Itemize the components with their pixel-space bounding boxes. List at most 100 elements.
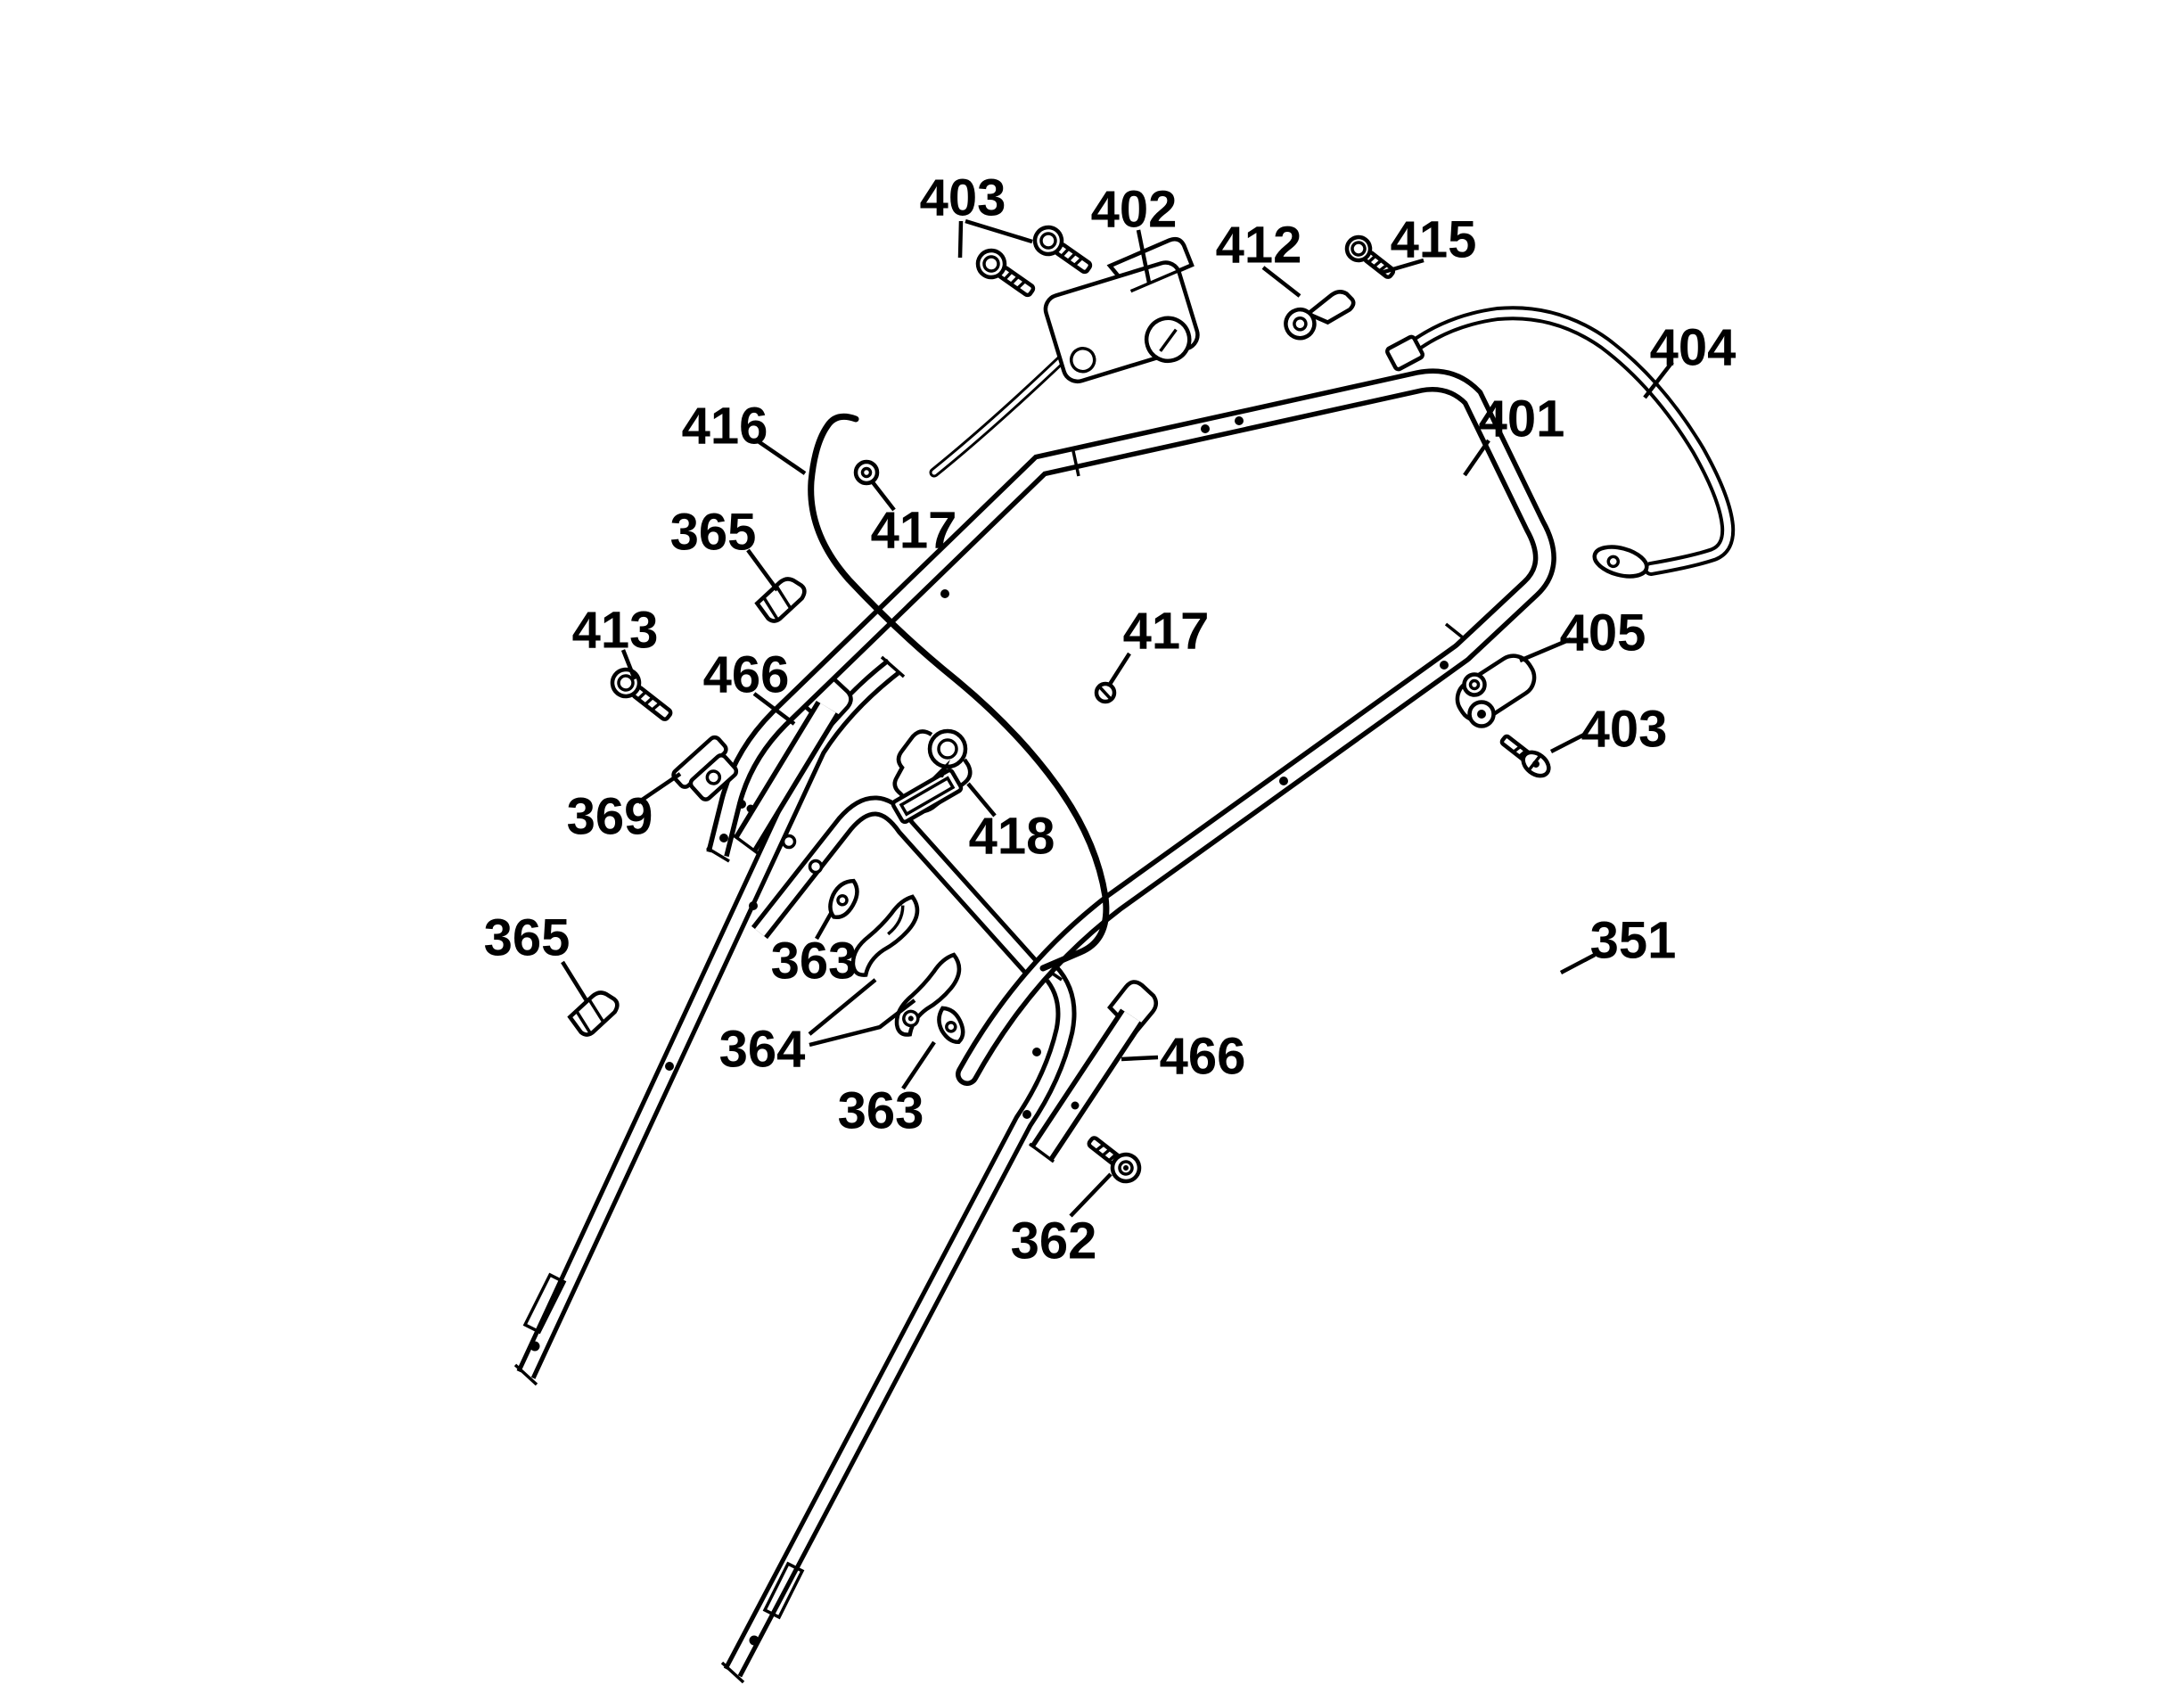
leader-line [1549,731,1588,754]
callout-402: 402 [1091,181,1178,284]
leader-line [561,960,589,1004]
part-365-clip-lower [567,990,620,1037]
part-416-cable-guide [808,413,1110,972]
part-number-label-404: 404 [1650,319,1737,377]
callout-416: 416 [682,398,807,475]
part-364-cam-b [894,952,962,1037]
callout-405: 405 [1519,604,1646,663]
leader-line [1136,229,1152,284]
leader-line [620,649,637,680]
tube-end-cut [720,1661,745,1684]
part-363-washer-lower [937,1006,965,1045]
tube-end-cut [513,1363,538,1386]
callout-403-right: 403 [1549,701,1667,759]
part-351-cross-bend [751,795,1053,990]
leader-line [957,220,964,259]
part-number-label-365-lower: 365 [484,909,571,967]
leader-line [1069,1172,1113,1218]
part-351-lower-handle-right-tube [720,963,1077,1684]
callout-412: 412 [1216,217,1302,298]
part-number-label-466-lower: 466 [1160,1028,1246,1086]
part-466-sleeve-lower [1028,980,1158,1163]
part-404-bail-rod [1385,306,1736,579]
callout-417-upper: 417 [871,481,957,560]
callout-418: 418 [966,782,1055,866]
part-number-label-466-upper: 466 [703,646,790,704]
part-403-screw-b [1032,225,1093,275]
callout-466-upper: 466 [703,646,796,726]
part-405-hinge-bracket [1455,653,1537,728]
leader-line [808,978,877,1036]
tube-end-cut [880,655,906,678]
part-363-washer-upper [828,878,859,920]
part-369-clamp [671,735,739,801]
part-365-clip-upper [754,577,807,623]
part-364-cam-a [850,894,920,977]
part-401-upper-handle [706,368,1556,1086]
leader-line [746,548,779,592]
part-number-label-363-lower: 363 [838,1082,924,1140]
callout-369: 369 [567,772,682,846]
part-402-switch-housing [1043,236,1200,384]
leader-line [1519,637,1572,663]
bail-end-cap [1385,334,1425,372]
callout-363-upper: 363 [771,910,858,990]
callout-413: 413 [572,602,658,680]
leader-line [1643,360,1674,399]
callout-364: 364 [719,978,916,1079]
callout-401: 401 [1463,390,1565,477]
switch-cable [929,355,1066,478]
part-number-label-365-upper: 365 [670,504,757,562]
part-403-screw-a [975,248,1036,298]
part-412-clamp-lever [1284,290,1356,341]
leader-line [752,692,796,726]
part-number-label-417-mid: 417 [1123,603,1210,661]
callout-466-lower: 466 [1121,1028,1245,1086]
callout-365-lower: 365 [484,909,589,1004]
callout-351: 351 [1559,912,1676,974]
leader-line [1121,1055,1159,1062]
tube-seam [1071,450,1080,477]
callout-365-upper: 365 [670,504,779,592]
part-number-label-418: 418 [969,808,1055,866]
leader-line [1380,258,1425,275]
leader-line [815,910,833,941]
part-417-grommet-mid [1094,681,1117,704]
callout-404: 404 [1643,319,1737,399]
part-403-screw-right [1499,734,1551,778]
bail-end-paddle [1592,545,1649,579]
callout-417-mid: 417 [1107,603,1210,687]
part-number-label-369: 369 [567,788,653,846]
tube-slot [762,1561,805,1620]
leader-line [1107,652,1131,687]
leader-line [1463,439,1490,477]
part-362-screw [1087,1136,1142,1184]
callout-403-top: 403 [920,169,1033,259]
leader-line [755,439,807,475]
tube-slot [522,1272,567,1335]
part-number-label-403-top: 403 [920,169,1006,227]
sleeve-cap [1107,980,1158,1037]
part-number-label-402: 402 [1091,181,1178,239]
part-417-grommet-upper [853,459,880,486]
part-number-label-417-upper: 417 [871,502,957,560]
part-number-label-412: 412 [1216,217,1302,275]
leader-line [966,782,997,818]
tube-end-cut [706,846,730,863]
part-418-latch-bracket [891,728,973,825]
part-number-label-415: 415 [1391,211,1477,269]
leader-line [965,218,1033,244]
leader-line [1559,953,1597,974]
arrow-detail [932,760,950,777]
tube-seam [1444,622,1466,640]
callout-363-lower: 363 [838,1040,936,1140]
part-number-label-363-upper: 363 [771,933,858,990]
leader-line [809,999,916,1048]
part-number-label-401: 401 [1479,390,1565,448]
part-number-label-416: 416 [682,398,768,456]
leader-line [1261,266,1301,298]
part-number-label-364: 364 [719,1021,806,1079]
part-number-label-405: 405 [1560,604,1646,662]
